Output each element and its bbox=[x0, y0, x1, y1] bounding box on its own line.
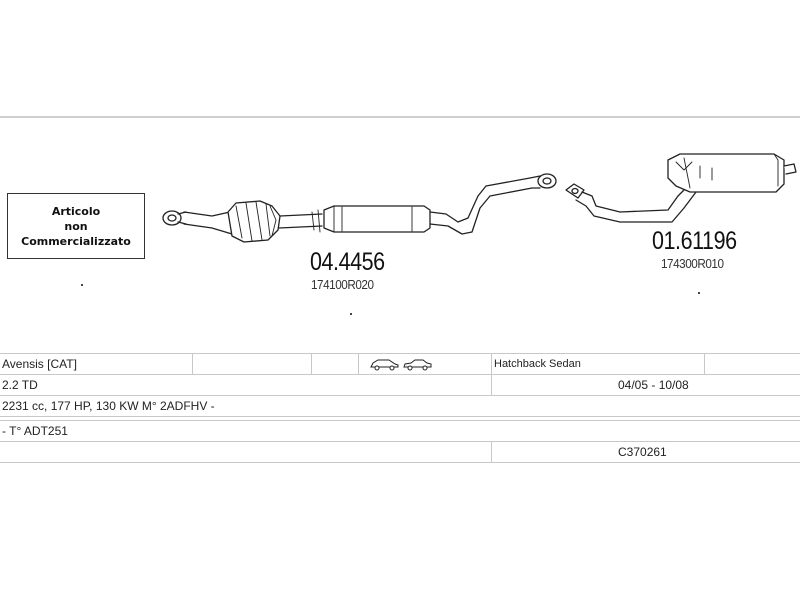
rear-inlet-flange-icon bbox=[565, 183, 585, 199]
note-line-2: non bbox=[64, 219, 88, 233]
note-line-1: Articolo bbox=[51, 204, 101, 218]
marker-dot bbox=[81, 284, 83, 286]
vehicle-spec-table: Avensis [CAT] Hatchback Sedan 2.2 TD 04/… bbox=[0, 353, 800, 463]
note-line-3: Commercializzato bbox=[21, 234, 131, 248]
rear-muffler-icon bbox=[667, 153, 797, 193]
table-row: 2.2 TD 04/05 - 10/08 bbox=[0, 374, 800, 396]
front-flange-icon bbox=[162, 210, 187, 226]
part-code-2: 01.61196 bbox=[652, 227, 737, 255]
table-row: C370261 bbox=[0, 441, 800, 463]
part-oem-2: 174300R010 bbox=[661, 256, 724, 271]
body-icons-cell bbox=[358, 353, 492, 375]
table-row: - T° ADT251 bbox=[0, 420, 800, 442]
center-muffler-icon bbox=[323, 205, 431, 233]
table-row: 2231 cc, 177 HP, 130 KW M° 2ADFHV - bbox=[0, 395, 800, 417]
rear-flange-icon bbox=[537, 173, 557, 189]
model-cell: Avensis [CAT] bbox=[0, 353, 193, 375]
exhaust-diagram bbox=[162, 153, 797, 243]
not-commercialized-note: Articolo non Commercializzato bbox=[7, 193, 145, 259]
catalytic-converter-icon bbox=[227, 200, 281, 243]
table-row: Avensis [CAT] Hatchback Sedan bbox=[0, 353, 800, 375]
marker-dot bbox=[698, 292, 700, 294]
catalog-code-cell: C370261 bbox=[491, 441, 800, 463]
years-text: 04/05 - 10/08 bbox=[618, 378, 689, 392]
catalog-code-text: C370261 bbox=[618, 445, 667, 459]
years-cell: 04/05 - 10/08 bbox=[491, 374, 800, 396]
specs-cell: 2231 cc, 177 HP, 130 KW M° 2ADFHV - bbox=[0, 395, 800, 417]
top-frame-line bbox=[0, 116, 800, 118]
part-oem-1: 174100R020 bbox=[311, 277, 374, 292]
hatchback-car-icon bbox=[370, 359, 432, 371]
engine-cell: 2.2 TD bbox=[0, 374, 492, 396]
type-code-cell: - T° ADT251 bbox=[0, 420, 800, 442]
marker-dot bbox=[350, 313, 352, 315]
part-code-1: 04.4456 bbox=[310, 248, 385, 276]
body-type-cell: Hatchback Sedan bbox=[491, 353, 705, 375]
